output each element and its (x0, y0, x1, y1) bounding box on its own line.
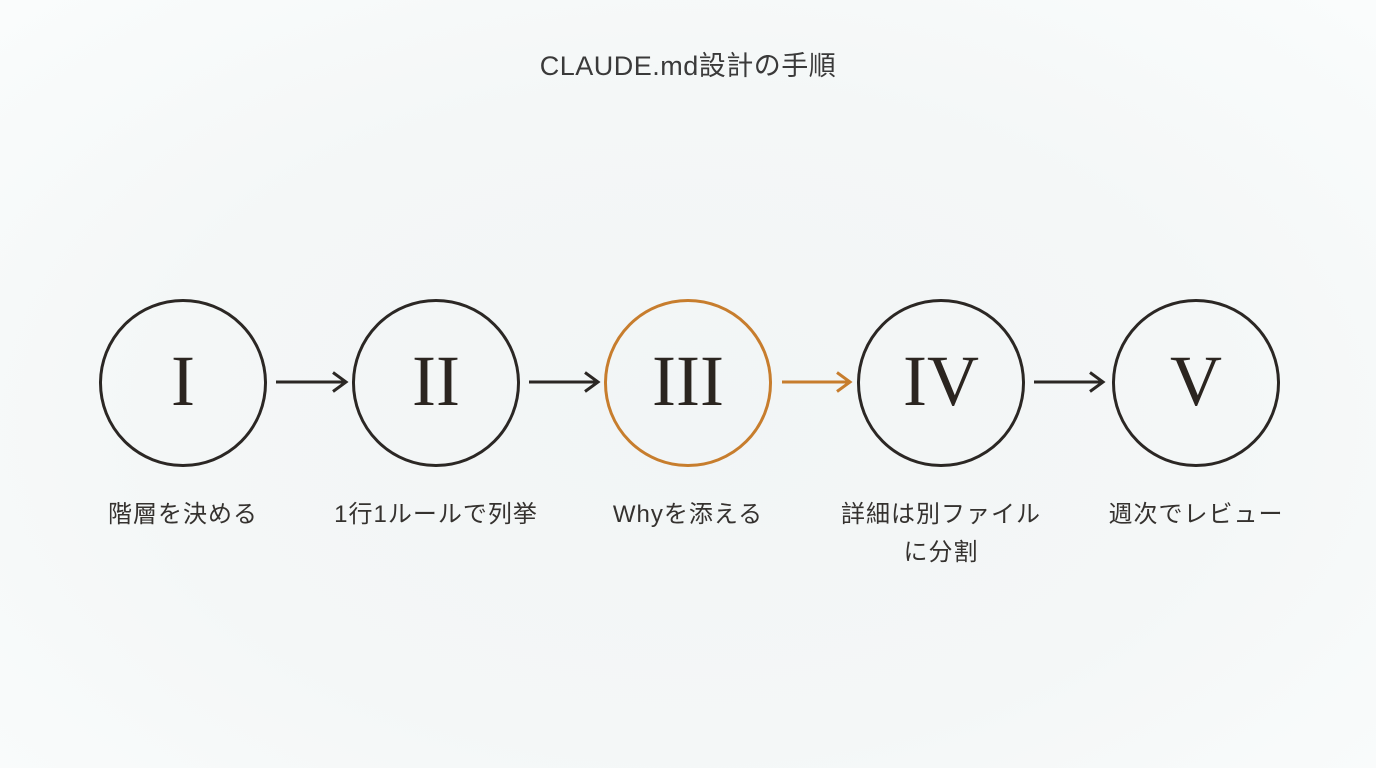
step-1-numeral: I (171, 341, 195, 421)
arrow-1-to-2-icon (276, 371, 349, 393)
step-4-numeral: IV (903, 341, 979, 421)
step-5-circle: V (1112, 299, 1280, 467)
step-4-circle: IV (857, 299, 1025, 467)
step-3-circle: III (604, 299, 772, 467)
arrow-4-to-5-icon (1034, 371, 1106, 393)
arrow-3-to-4-icon (782, 371, 853, 393)
step-5: V 週次でレビュー (1109, 299, 1283, 528)
step-1-circle: I (99, 299, 267, 467)
step-3-numeral: III (652, 341, 724, 421)
step-5-numeral: V (1170, 341, 1222, 421)
step-5-label: 週次でレビュー (1108, 501, 1284, 528)
step-4: IV 詳細は別ファイルに分割 (841, 299, 1040, 566)
diagram-title: CLAUDE.md設計の手順 (539, 51, 837, 81)
step-2: II 1行1ルールで列挙 (334, 299, 537, 528)
step-1-label: 階層を決める (108, 501, 258, 528)
step-3: III Whyを添える (604, 299, 772, 528)
step-2-label: 1行1ルールで列挙 (334, 501, 538, 528)
step-1: I 階層を決める (99, 299, 267, 528)
step-4-label: 詳細は別ファイルに分割 (841, 501, 1041, 566)
arrow-2-to-3-icon (529, 371, 601, 393)
step-2-circle: II (352, 299, 520, 467)
step-2-numeral: II (412, 341, 460, 421)
step-3-label: Whyを添える (612, 501, 764, 528)
